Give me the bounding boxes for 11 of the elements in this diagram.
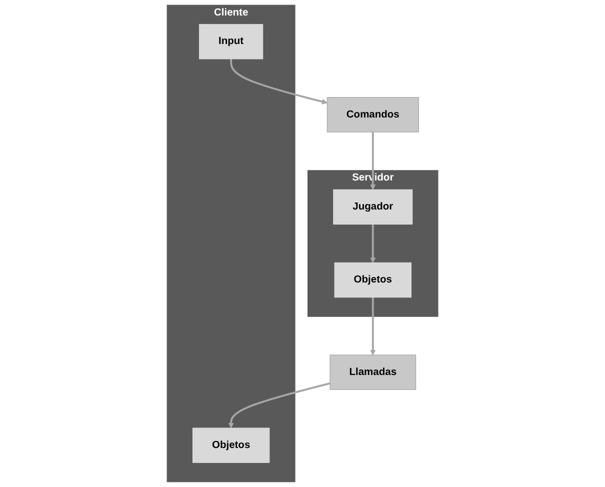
node-box: Objetos [334,262,412,298]
arrow [230,58,328,104]
node-box: Objetos [192,428,270,463]
arrow [228,382,330,428]
node-box: Input [198,24,264,60]
node-box: Llamadas [330,354,416,390]
node-box: Jugador [333,189,413,225]
arrow [370,132,376,190]
node-box: Comandos [326,97,419,132]
arrow [370,224,376,263]
arrow [370,297,376,356]
